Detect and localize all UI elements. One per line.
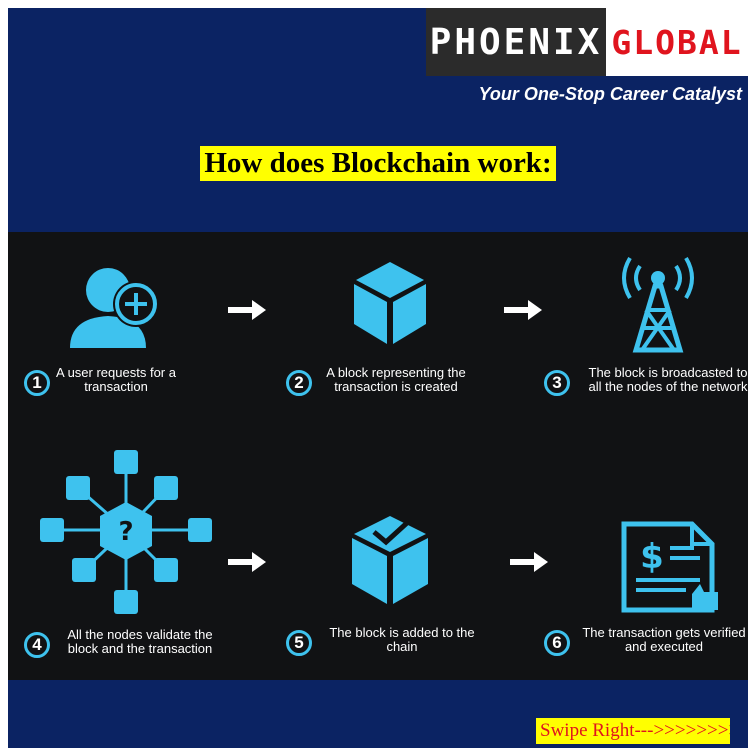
step-number: 4 xyxy=(24,632,50,658)
cube-check-icon xyxy=(352,516,428,604)
step-5: 5 The block is added to the chain xyxy=(270,512,510,722)
logo-global: GLOBAL xyxy=(606,8,748,76)
logo-phoenix: PHOENIX xyxy=(426,8,606,76)
headline-container: How does Blockchain work: xyxy=(8,146,748,181)
node-network-icon: ? xyxy=(40,450,212,614)
step-4: ? 4 All the nodes validate the block and… xyxy=(8,442,248,658)
arrow-right-icon xyxy=(228,300,266,320)
svg-text:?: ? xyxy=(118,517,133,547)
arrow-right-icon xyxy=(504,300,542,320)
step-number: 6 xyxy=(544,630,570,656)
step-2: 2 A block representing the transaction i… xyxy=(270,252,510,462)
infographic-frame: PHOENIX GLOBAL Your One-Stop Career Cata… xyxy=(8,8,748,748)
swipe-right-banner: Swipe Right--->>>>>>>> xyxy=(536,718,730,744)
step-number: 5 xyxy=(286,630,312,656)
headline: How does Blockchain work: xyxy=(200,146,556,181)
user-add-icon xyxy=(70,268,159,348)
brand-logo: PHOENIX GLOBAL xyxy=(426,8,748,76)
step-number: 2 xyxy=(286,370,312,396)
step-label: The block is added to the chain xyxy=(329,625,475,654)
step-number: 3 xyxy=(544,370,570,396)
step-3: 3 The block is broadcasted to all the no… xyxy=(528,252,748,462)
step-label: All the nodes validate the block and the… xyxy=(67,627,213,656)
tagline: Your One-Stop Career Catalyst xyxy=(478,84,742,104)
cube-icon xyxy=(354,262,426,344)
svg-text:$: $ xyxy=(640,537,664,577)
step-label: The transaction gets verified and execut… xyxy=(582,625,746,654)
arrow-right-icon xyxy=(510,552,548,572)
step-label: A user requests for a transaction xyxy=(56,365,176,394)
step-label: A block representing the transaction is … xyxy=(326,365,466,394)
broadcast-tower-icon xyxy=(622,256,694,353)
step-1: 1 A user requests for a transaction xyxy=(8,252,248,462)
step-6: $ 6 The transaction gets verified and ex… xyxy=(528,512,748,722)
document-verified-icon: $ xyxy=(621,521,718,613)
step-number: 1 xyxy=(24,370,50,396)
step-label: The block is broadcasted to all the node… xyxy=(588,365,748,394)
arrow-right-icon xyxy=(228,552,266,572)
steps-panel: 1 A user requests for a transaction 2 A … xyxy=(8,232,748,680)
